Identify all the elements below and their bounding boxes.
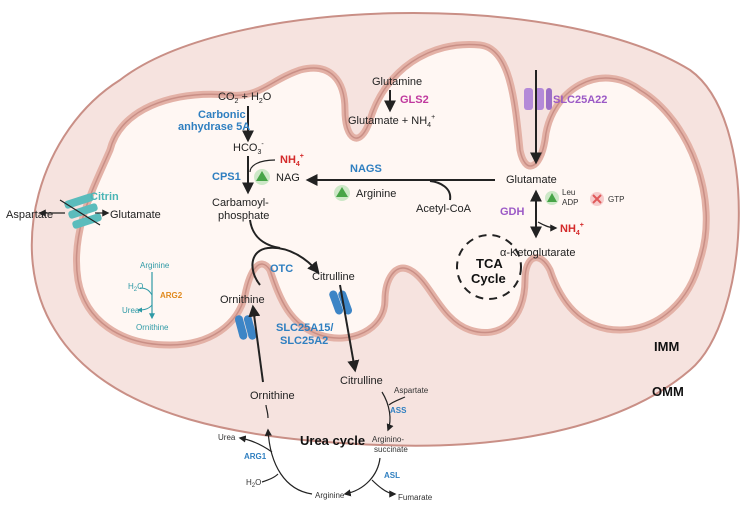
gls2-enzyme: GLS2 (400, 94, 429, 106)
glutamate-nh-text: Glutamate + NH (348, 115, 427, 127)
uc-h-text: H (246, 478, 252, 487)
carbamoyl-line2: phosphate (218, 210, 269, 222)
gdh-enzyme: GDH (500, 206, 525, 218)
cps1-enzyme: CPS1 (212, 171, 241, 183)
gdh-nh4-sub: 4 (576, 230, 580, 237)
arg1-enzyme: ARG1 (244, 452, 267, 461)
gtp-inhibitor-icon (590, 192, 604, 206)
carbonic-enzyme-line2: anhydrase 5A (178, 121, 250, 133)
ass-enzyme: ASS (390, 406, 407, 415)
citrin-aspartate-label: Aspartate (6, 209, 53, 221)
leu-label: Leu (562, 188, 575, 197)
arg2-urea-label: Urea (122, 306, 140, 315)
omm-label: OMM (652, 384, 684, 399)
slc25a22-label: SLC25A22 (553, 94, 607, 106)
arg2-water-sub: 2 (134, 287, 138, 293)
nags-arginine-label: Arginine (356, 188, 396, 200)
co2-water-label: CO2 + H2O (218, 91, 272, 105)
arg2-enzyme: ARG2 (160, 291, 183, 300)
gdh-nh4-label: NH4+ (560, 222, 584, 237)
hco3-text: HCO (233, 142, 258, 154)
imm-label: IMM (654, 339, 679, 354)
tca-cycle-ring (456, 234, 522, 300)
cps1-nh4-label: NH4+ (280, 153, 304, 168)
arg2-ornithine-label: Ornithine (136, 323, 169, 332)
adp-label: ADP (562, 198, 578, 207)
cps1-nh4-sub: 4 (296, 161, 300, 168)
slc25a15-label-line1: SLC25A15/ (276, 322, 333, 334)
uc-aspartate-label: Aspartate (394, 386, 429, 395)
gdh-nh-text: NH (560, 223, 576, 235)
water-sub: 2 (259, 98, 263, 105)
cps1-nh-text: NH (280, 154, 296, 166)
nh4-sup: + (431, 114, 435, 121)
nag-activator-icon (254, 169, 270, 185)
otc-ornithine-label: Ornithine (220, 294, 265, 306)
asl-enzyme: ASL (384, 471, 400, 480)
hco3-sub: 3 (257, 149, 261, 156)
argininosuccinate-line1: Arginino- (372, 435, 404, 444)
otc-citrulline-label: Citrulline (312, 271, 355, 283)
uc-citrulline-label: Citrulline (340, 375, 383, 387)
water-o: O (263, 91, 272, 103)
tca-line2: Cycle (471, 271, 506, 286)
alpha-ketoglutarate-label: α-Ketoglutarate (500, 247, 575, 259)
uc-ornithine-label: Ornithine (250, 390, 295, 402)
nag-label: NAG (276, 172, 300, 184)
nh4-sub: 4 (427, 122, 431, 129)
hco3-sup: - (261, 141, 264, 148)
glutaminase-product: Glutamate + NH4+ (348, 114, 435, 129)
arg2-h-text: H (128, 282, 134, 291)
slc25a15-label-line2: SLC25A2 (280, 335, 328, 347)
uc-water-sub: 2 (252, 483, 256, 489)
carbonic-enzyme-line1: Carbonic (198, 109, 246, 121)
fumarate-label: Fumarate (398, 493, 433, 502)
urea-cycle-title: Urea cycle (300, 433, 365, 448)
gtp-label: GTP (608, 195, 624, 204)
bicarbonate-label: HCO3- (233, 141, 264, 156)
leu-adp-activator-icon (545, 191, 559, 205)
glutamine-label: Glutamine (372, 76, 422, 88)
uc-arginine-label: Arginine (315, 491, 345, 500)
cps1-nh4-sup: + (300, 153, 304, 160)
citrin-glutamate-label: Glutamate (110, 209, 161, 221)
citrin-label: Citrin (90, 191, 119, 203)
argininosuccinate-line2: succinate (374, 445, 408, 454)
uc-water-o: O (255, 478, 261, 487)
ornithine-transporter-left (234, 315, 257, 340)
arg2-water-o: O (137, 282, 143, 291)
slc25a22-transporter (524, 88, 552, 110)
carbamoyl-line1: Carbamoyl- (212, 197, 269, 209)
co2-text: CO (218, 91, 235, 103)
tca-line1: TCA (476, 256, 503, 271)
gdh-nh4-sup: + (580, 222, 584, 229)
gdh-glutamate-label: Glutamate (506, 174, 557, 186)
acetyl-coa-label: Acetyl-CoA (416, 203, 472, 215)
uc-urea-label: Urea (218, 433, 236, 442)
arg2-arginine-label: Arginine (140, 261, 170, 270)
uc-water-label: H2O (246, 478, 261, 489)
citrin-transporter (64, 193, 102, 229)
co2-sub: 2 (235, 98, 239, 105)
otc-enzyme: OTC (270, 263, 293, 275)
arg2-water-label: H2O (128, 282, 143, 293)
nags-enzyme: NAGS (350, 163, 382, 175)
water-text: + H (238, 91, 259, 103)
arginine-activator-icon (334, 185, 350, 201)
